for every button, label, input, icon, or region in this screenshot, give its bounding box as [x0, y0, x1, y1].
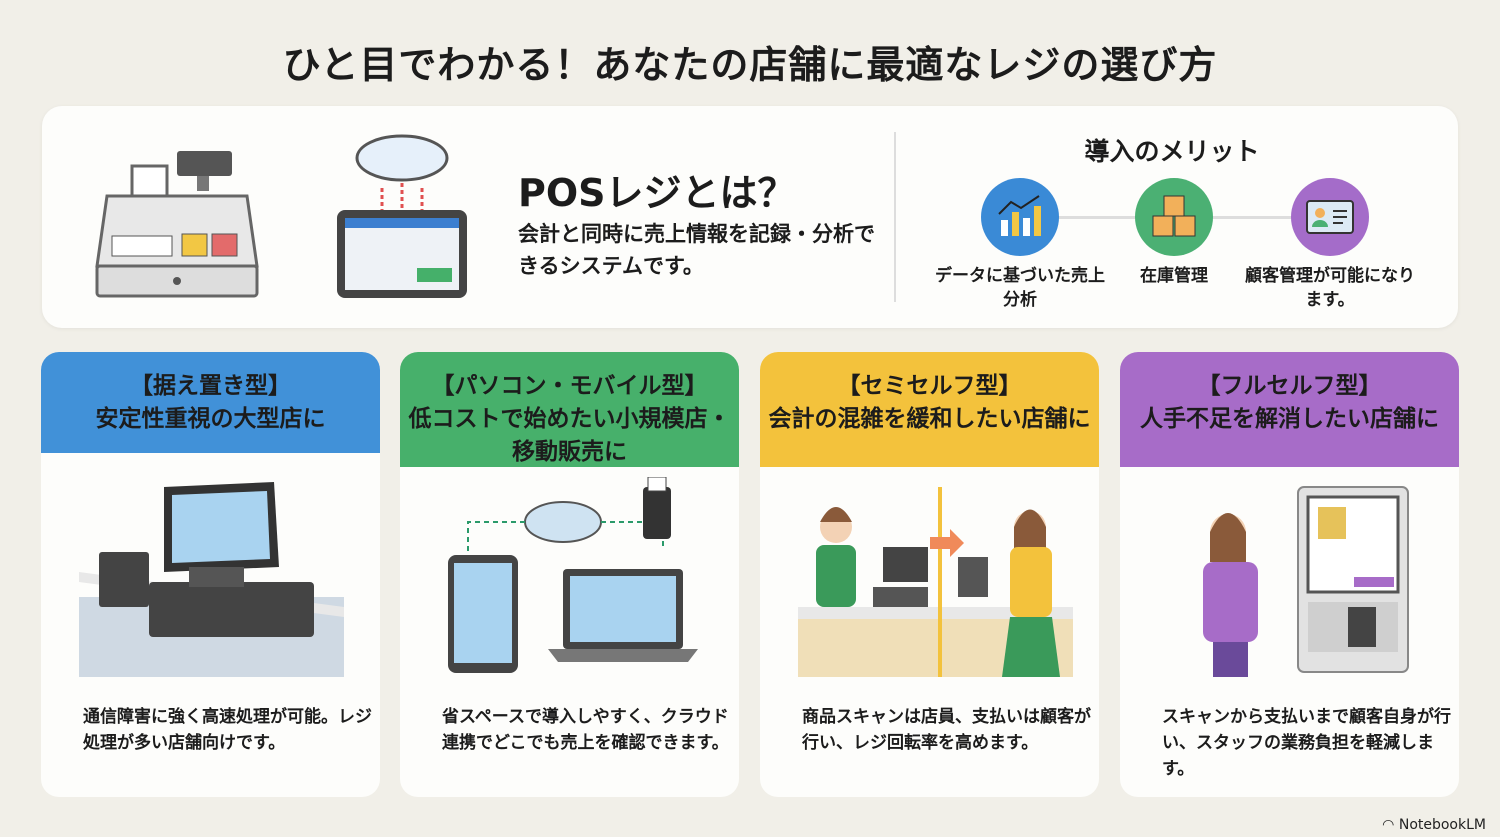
chart-icon	[981, 178, 1059, 256]
card-pc-mobile: 【パソコン・モバイル型】低コストで始めたい小規模店・移動販売に 省スペースで導入…	[400, 352, 739, 797]
card-full-self: 【フルセルフ型】人手不足を解消したい店舗に スキャンから支払いまで顧客自身が行い…	[1120, 352, 1459, 797]
cloud-tablet-icon	[337, 134, 467, 298]
card-description: 通信障害に強く高速処理が可能。レジ処理が多い店舗向けです。	[83, 707, 372, 753]
merit-sales-analysis: データに基づいた売上分析	[935, 178, 1105, 312]
card-description: 省スペースで導入しやすく、クラウド連携でどこでも売上を確認できます。	[442, 707, 729, 753]
semi-self-checkout-illustration	[798, 487, 1073, 677]
pos-description: 会計と同時に売上情報を記録・分析できるシステムです。	[518, 222, 875, 278]
card-header: 【フルセルフ型】人手不足を解消したい店舗に	[1120, 352, 1459, 467]
tablet-laptop-illustration	[448, 477, 698, 673]
card-description: 商品スキャンは店員、支払いは顧客が行い、レジ回転率を高めます。	[802, 707, 1091, 753]
card-description: スキャンから支払いまで顧客自身が行い、スタッフの業務負担を軽減します。	[1162, 707, 1451, 779]
merit-inventory: 在庫管理	[1089, 178, 1259, 288]
divider	[894, 132, 896, 302]
pos-heading: POSレジとは？	[518, 171, 796, 215]
cash-register-icon	[95, 151, 259, 298]
id-card-icon	[1291, 178, 1369, 256]
brand-label: ◠ NotebookLM	[1382, 817, 1486, 833]
merits-heading: 導入のメリット	[1084, 137, 1260, 166]
merit-customer-management: 顧客管理が可能になります。	[1245, 178, 1415, 312]
card-header: 【パソコン・モバイル型】低コストで始めたい小規模店・移動販売に	[400, 352, 739, 467]
card-semi-self: 【セミセルフ型】会計の混雑を緩和したい店舗に 商品スキャンは店員、支払いは顧客が…	[760, 352, 1099, 797]
boxes-icon	[1135, 178, 1213, 256]
page-title: ひと目でわかる！あなたの店舗に最適なレジの選び方	[282, 43, 1218, 87]
card-stationary: 【据え置き型】安定性重視の大型店に 通信障害に強く高速処理が可能。レジ処理が多い…	[41, 352, 380, 797]
card-header: 【据え置き型】安定性重視の大型店に	[41, 352, 380, 453]
stationary-pos-illustration	[79, 482, 344, 677]
pos-intro-panel: POSレジとは？ 会計と同時に売上情報を記録・分析できるシステムです。 導入のメ…	[42, 106, 1458, 328]
notebooklm-logo-icon: ◠	[1382, 817, 1399, 833]
card-header: 【セミセルフ型】会計の混雑を緩和したい店舗に	[760, 352, 1099, 467]
full-self-checkout-illustration	[1203, 486, 1409, 677]
